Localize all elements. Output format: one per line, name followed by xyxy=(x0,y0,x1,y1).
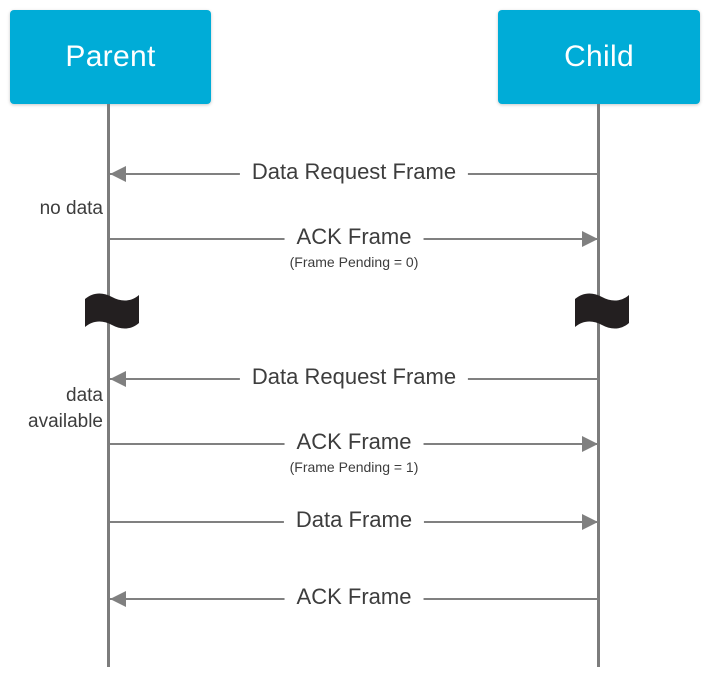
side-note-no-data: no data xyxy=(39,198,103,219)
message-label: Data Request Frame xyxy=(239,158,469,186)
actor-child-label: Child xyxy=(564,40,634,73)
side-note-data-available: data available xyxy=(28,385,103,432)
message-label: Data Frame xyxy=(283,506,425,534)
message-label: Data Request Frame xyxy=(239,363,469,391)
actor-parent[interactable]: Parent xyxy=(10,10,211,104)
message-label: ACK Frame xyxy=(284,583,424,611)
message-label: ACK Frame xyxy=(284,428,424,456)
actor-child[interactable]: Child xyxy=(498,10,700,104)
break-marker-parent xyxy=(83,291,141,333)
lifeline-parent xyxy=(107,104,110,667)
arrowhead-left-icon xyxy=(110,166,126,182)
arrowhead-right-icon xyxy=(582,231,598,247)
actor-parent-label: Parent xyxy=(65,40,156,73)
message-label: ACK Frame xyxy=(284,223,424,251)
arrowhead-left-icon xyxy=(110,591,126,607)
lifeline-child xyxy=(597,104,600,667)
message-sublabel: (Frame Pending = 0) xyxy=(283,253,425,271)
message-sublabel: (Frame Pending = 1) xyxy=(283,458,425,476)
break-marker-child xyxy=(573,291,631,333)
arrowhead-right-icon xyxy=(582,514,598,530)
arrowhead-left-icon xyxy=(110,371,126,387)
arrowhead-right-icon xyxy=(582,436,598,452)
